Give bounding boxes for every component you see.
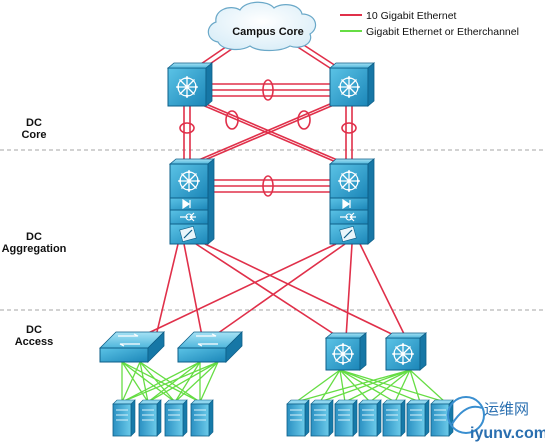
access-switch-1 (99, 331, 165, 363)
gigabit-links (121, 361, 446, 403)
etherchannel-markers (179, 79, 357, 197)
layer-label-access-2: Access (15, 336, 54, 348)
legend-gig-label: Gigabit Ethernet or Etherchannel (366, 26, 519, 38)
server-icon (334, 399, 358, 437)
access-multilayer-switch-2 (384, 332, 428, 371)
watermark: 运维网 iyunv.com (447, 396, 545, 442)
campus-core-cloud: Campus Core (207, 1, 317, 52)
firewall-module-icon (342, 198, 351, 210)
watermark-cn: 运维网 (484, 400, 529, 418)
server-icon (112, 399, 136, 437)
load-balancer-module-icon (340, 212, 356, 222)
server-icon (310, 399, 334, 437)
aggregation-switch-right (328, 158, 376, 245)
firewall-module-icon (182, 198, 191, 210)
layer2-switch-icon (196, 333, 218, 347)
load-balancer-module-icon (180, 212, 196, 222)
core-switch-left (166, 62, 214, 107)
server-group-right (286, 399, 454, 437)
cloud-label: Campus Core (232, 26, 304, 38)
core-switch-right (328, 62, 376, 107)
server-icon (164, 399, 188, 437)
access-multilayer-switch-1 (324, 332, 368, 371)
watermark-en: iyunv.com (470, 425, 545, 442)
layer-label-core-1: DC (26, 117, 42, 129)
server-group-left (112, 399, 214, 437)
aggregation-switch-left (168, 158, 216, 245)
access-switch-2 (177, 331, 243, 363)
layer-label-core-2: Core (21, 129, 46, 141)
server-icon (190, 399, 214, 437)
server-icon (382, 399, 406, 437)
legend-ten-gig-label: 10 Gigabit Ethernet (366, 10, 457, 22)
layer-label-aggregation-2: Aggregation (2, 243, 67, 255)
legend: 10 Gigabit Ethernet Gigabit Ethernet or … (340, 10, 519, 38)
layer-label-aggregation-1: DC (26, 231, 42, 243)
server-icon (406, 399, 430, 437)
layer-label-access-1: DC (26, 324, 42, 336)
server-icon (286, 399, 310, 437)
ssl-module-icon (183, 229, 193, 239)
server-icon (138, 399, 162, 437)
server-icon (358, 399, 382, 437)
layer2-switch-icon (118, 333, 140, 347)
ssl-module-icon (343, 229, 353, 239)
